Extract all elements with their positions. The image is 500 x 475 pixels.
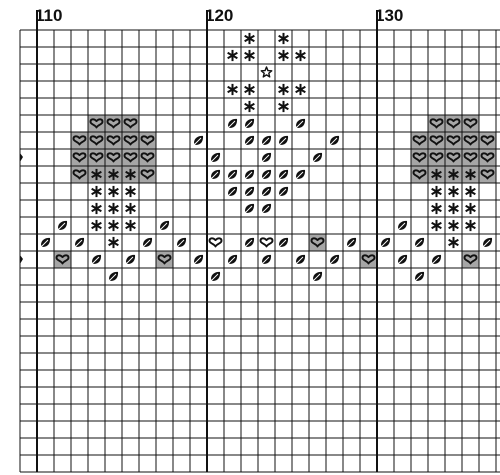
column-number-130: 130 [375,6,403,25]
column-number-120: 120 [205,6,233,25]
column-number-110: 110 [35,6,62,25]
